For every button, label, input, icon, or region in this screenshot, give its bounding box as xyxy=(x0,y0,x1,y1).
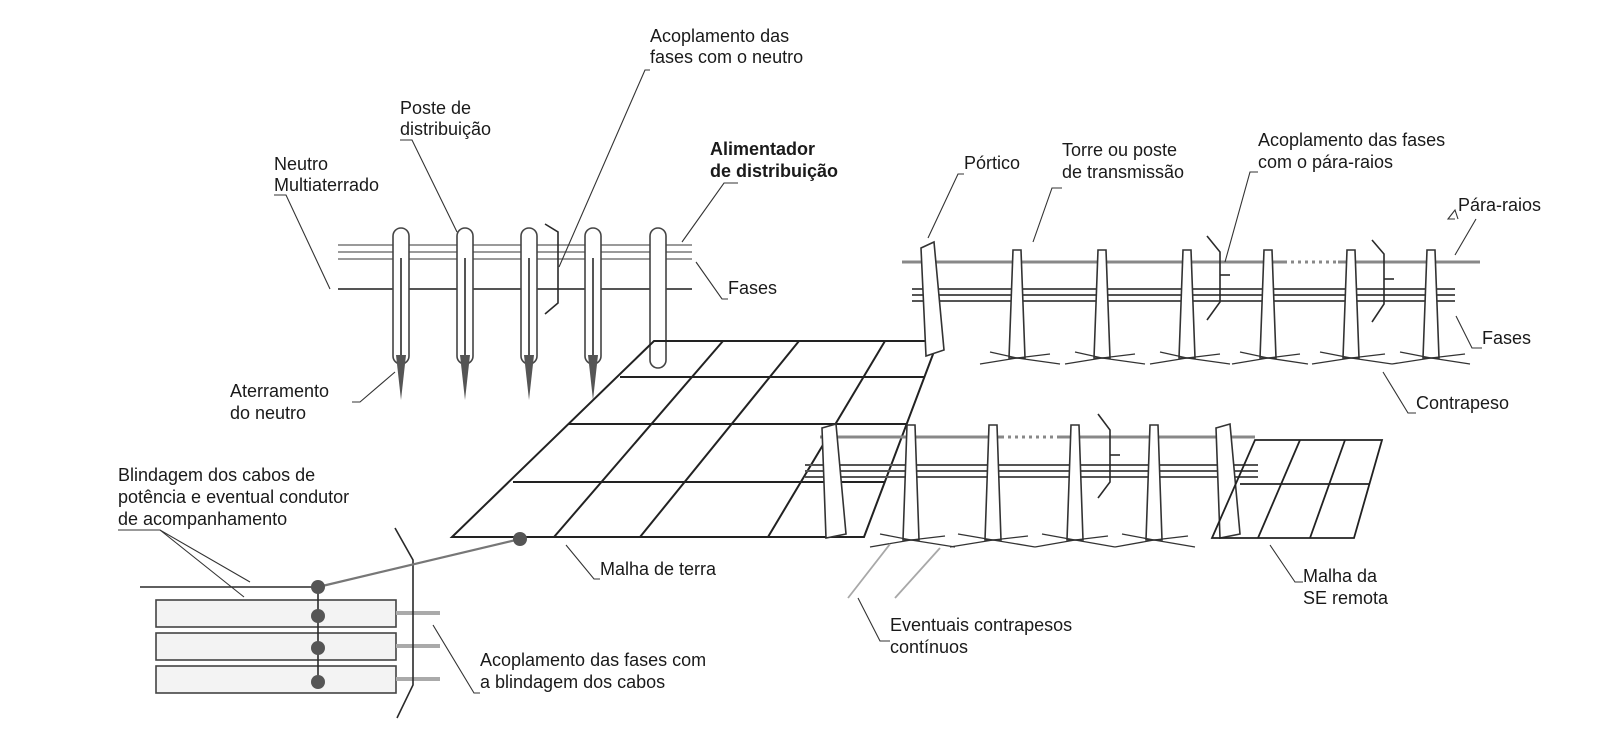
distribution-pole xyxy=(392,227,410,400)
label-para-raios: Pára-raios xyxy=(1458,195,1541,215)
distribution-pole xyxy=(456,227,474,400)
label-line: de distribuição xyxy=(710,161,838,181)
portico-tower xyxy=(1215,422,1241,539)
label-line: com o pára-raios xyxy=(1258,152,1393,172)
label-line: Neutro xyxy=(274,154,328,174)
transmission-line-upper xyxy=(902,235,1480,365)
label-line: do neutro xyxy=(230,403,306,423)
distribution-line xyxy=(338,223,692,400)
label-aterramento-neutro: Aterramento do neutro xyxy=(230,381,329,423)
portico-tower xyxy=(821,422,847,539)
distribution-pole xyxy=(649,227,667,369)
label-portico: Pórtico xyxy=(964,153,1020,173)
label-line: Acoplamento das fases com xyxy=(480,650,706,670)
label-line: Multiaterrado xyxy=(274,175,379,195)
distribution-pole xyxy=(584,227,602,400)
ground-mesh xyxy=(449,340,940,538)
label-line: Blindagem dos cabos de xyxy=(118,465,315,485)
label-line: a blindagem dos cabos xyxy=(480,672,665,692)
power-cables xyxy=(140,527,527,719)
label-fases-distribuicao: Fases xyxy=(728,278,777,298)
label-line: Acoplamento das fases xyxy=(1258,130,1445,150)
label-line: de transmissão xyxy=(1062,162,1184,182)
label-malha-se-remota: Malha da SE remota xyxy=(1303,566,1389,608)
continuous-counterpoise xyxy=(847,543,941,599)
label-acoplamento-neutro: Acoplamento das fases com o neutro xyxy=(650,26,803,67)
label-line: Torre ou poste xyxy=(1062,140,1177,160)
label-line: Eventuais contrapesos xyxy=(890,615,1072,635)
label-line: contínuos xyxy=(890,637,968,657)
label-line: Alimentador xyxy=(710,139,815,159)
label-fases-transmissao: Fases xyxy=(1482,328,1531,348)
label-contrapesos-continuos: Eventuais contrapesos contínuos xyxy=(890,615,1072,657)
label-line: SE remota xyxy=(1303,588,1389,608)
label-line: Aterramento xyxy=(230,381,329,401)
label-line: Poste de xyxy=(400,98,471,118)
label-line: Malha da xyxy=(1303,566,1378,586)
transmission-line-lower xyxy=(805,413,1258,548)
distribution-pole xyxy=(520,227,538,400)
label-line: fases com o neutro xyxy=(650,47,803,67)
label-acoplamento-blindagem: Acoplamento das fases com a blindagem do… xyxy=(480,650,706,692)
label-line: potência e eventual condutor xyxy=(118,487,349,507)
label-blindagem: Blindagem dos cabos de potência e eventu… xyxy=(118,465,349,529)
label-torre-transmissao: Torre ou poste de transmissão xyxy=(1062,140,1184,182)
portico-tower xyxy=(920,240,945,358)
label-acoplamento-para-raios: Acoplamento das fases com o pára-raios xyxy=(1258,130,1445,172)
label-malha-terra: Malha de terra xyxy=(600,559,717,579)
label-alimentador: Alimentador de distribuição xyxy=(710,139,838,181)
label-line: de acompanhamento xyxy=(118,509,287,529)
leader-lines xyxy=(118,69,1482,694)
label-poste-distribuicao: Poste de distribuição xyxy=(400,98,491,139)
label-contrapeso: Contrapeso xyxy=(1416,393,1509,413)
remote-substation-mesh xyxy=(1210,439,1384,539)
label-line: Acoplamento das xyxy=(650,26,789,46)
label-neutro-multiaterrado: Neutro Multiaterrado xyxy=(274,154,379,195)
label-line: distribuição xyxy=(400,119,491,139)
